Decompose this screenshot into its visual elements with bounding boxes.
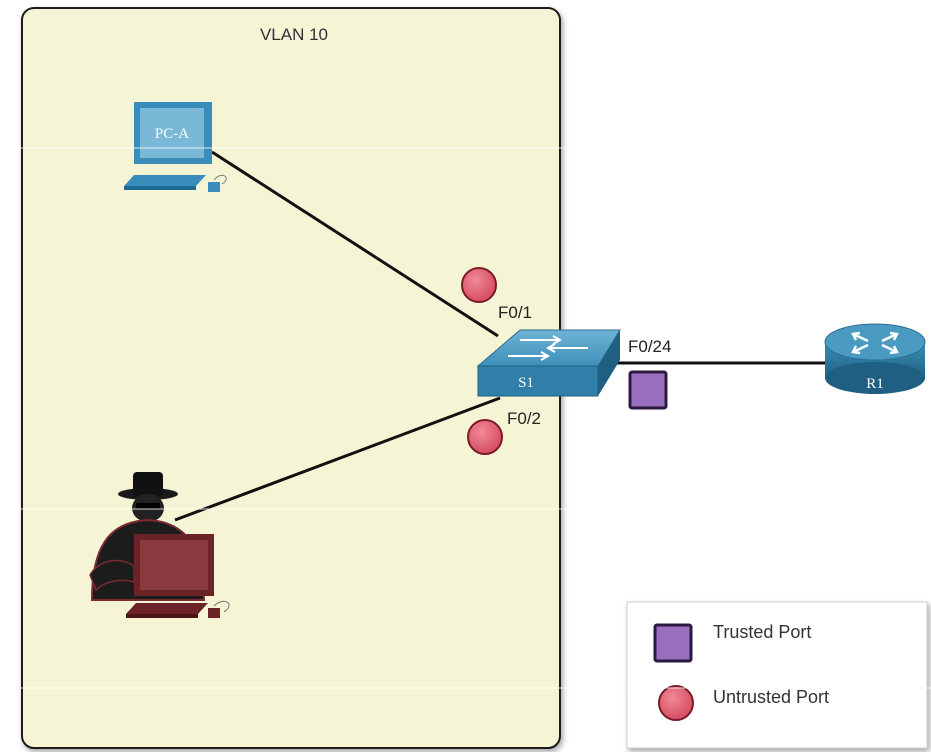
scan-lines <box>0 147 931 689</box>
legend-box: Trusted Port Untrusted Port <box>626 601 928 749</box>
port-f0-2-label: F0/2 <box>507 409 541 428</box>
pc-a-icon[interactable]: PC-A <box>124 102 227 192</box>
switch-s1-icon[interactable]: S1 <box>476 329 621 397</box>
router-r1-icon[interactable]: R1 <box>824 323 926 394</box>
untrusted-port-legend-swatch <box>658 685 694 721</box>
trusted-port-legend-swatch <box>653 623 693 663</box>
port-f0-1-label: F0/1 <box>498 303 532 322</box>
port-f0-24-trusted-marker <box>628 370 668 410</box>
port-f0-24-label: F0/24 <box>628 337 671 356</box>
port-f0-2-untrusted-marker <box>467 419 503 455</box>
vlan-label: VLAN 10 <box>260 25 328 44</box>
link-pc-a-to-s1 <box>211 150 499 338</box>
attacker-icon[interactable] <box>89 472 230 618</box>
untrusted-port-legend-label: Untrusted Port <box>713 687 829 707</box>
link-attacker-to-s1 <box>174 396 501 522</box>
port-f0-1-untrusted-marker <box>461 267 497 303</box>
trusted-port-legend-label: Trusted Port <box>713 622 811 642</box>
router-r1-label: R1 <box>866 376 884 392</box>
pc-a-label: PC-A <box>155 126 189 142</box>
switch-s1-label: S1 <box>518 375 534 391</box>
